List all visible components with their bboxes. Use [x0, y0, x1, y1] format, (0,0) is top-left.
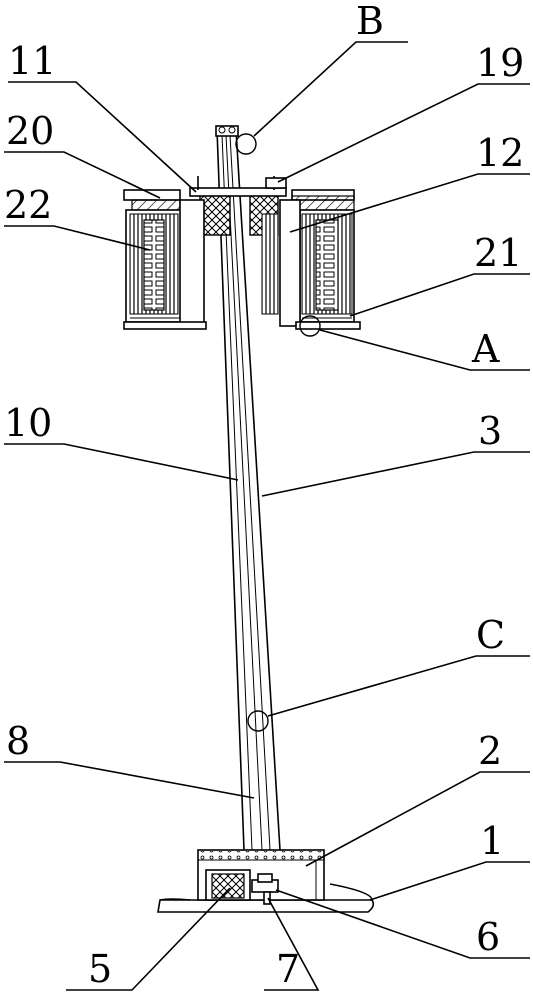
label-b: B [356, 0, 384, 43]
label-10: 10 [4, 401, 52, 445]
left-lamp [123, 189, 207, 330]
label-22: 22 [4, 183, 52, 227]
label-3: 3 [478, 409, 502, 453]
label-12: 12 [476, 131, 524, 175]
label-20: 20 [6, 109, 54, 153]
label-19: 19 [476, 41, 524, 85]
detail-circle-b [235, 133, 257, 155]
gear-coupling [251, 873, 279, 905]
label-8: 8 [6, 719, 30, 763]
label-6: 6 [476, 915, 500, 959]
label-1: 1 [480, 819, 504, 863]
label-11: 11 [8, 39, 56, 83]
label-a: A [471, 327, 500, 371]
motor-block [205, 869, 251, 901]
leader-lines [4, 41, 530, 991]
detail-circle-a [299, 315, 321, 337]
label-c: C [476, 613, 505, 657]
right-lamp [261, 189, 361, 330]
detail-circle-c [247, 710, 269, 732]
labels: B 11 19 20 12 22 21 A 10 3 C 8 2 1 6 5 7 [4, 0, 524, 991]
label-5: 5 [88, 947, 112, 991]
label-2: 2 [478, 729, 502, 773]
label-21: 21 [474, 231, 522, 275]
label-7: 7 [276, 947, 300, 991]
